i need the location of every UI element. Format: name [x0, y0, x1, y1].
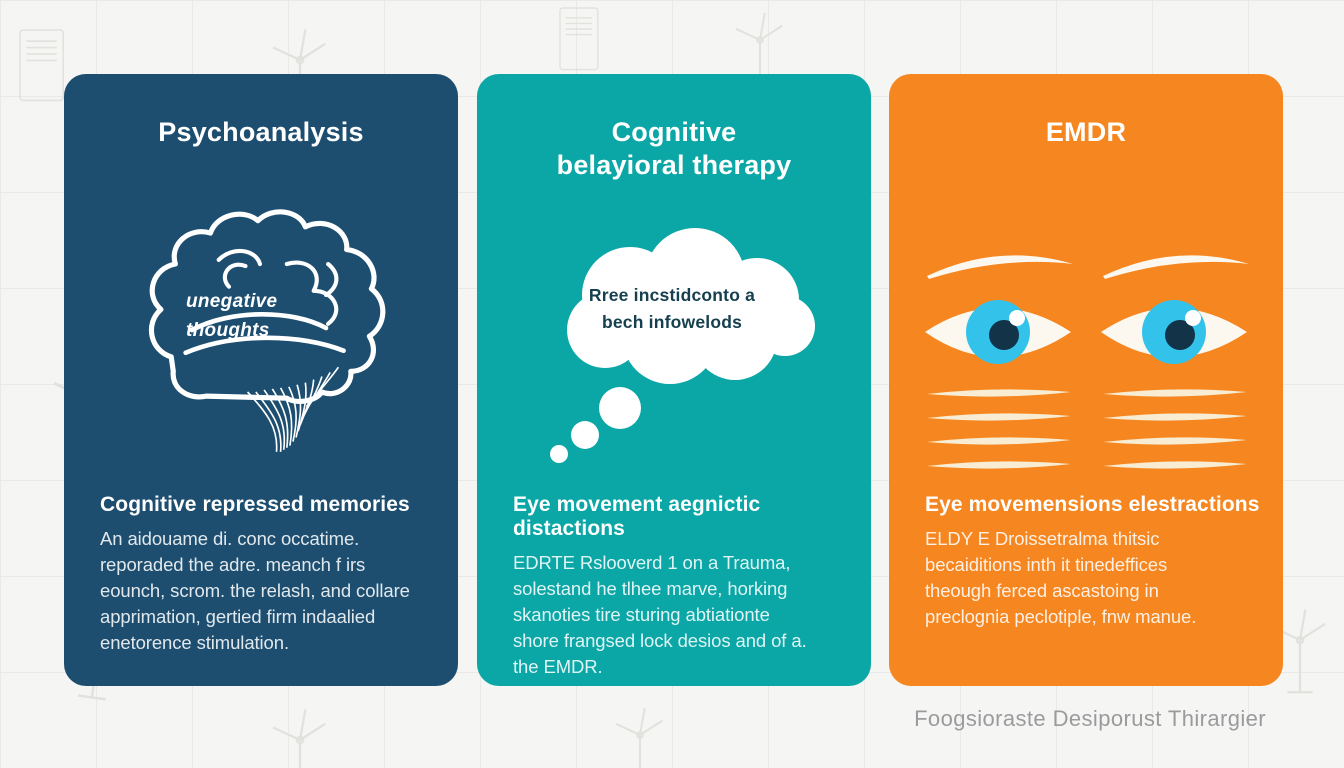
trail-dot-large: [599, 387, 641, 429]
left-eyebrow: [927, 255, 1073, 279]
left-highlight: [1009, 310, 1025, 326]
card-emdr-title: EMDR: [1045, 117, 1127, 147]
brainstem-fan: [246, 366, 340, 452]
card-body: An aidouame di. conc occatime. reporaded…: [100, 528, 410, 653]
thought-bubble-icon: Rree incstidconto a bech infowelods: [525, 220, 825, 464]
thought-bubble-text: Rree incstidconto a bech infowelods: [555, 282, 789, 336]
card-emdr: EMDR: [889, 74, 1283, 686]
left-motion-lines: [927, 389, 1071, 469]
card-psychoanalysis-title: Psychoanalysis: [158, 117, 364, 147]
right-motion-lines: [1103, 389, 1247, 469]
bubble-text-line2: bech infowelods: [601, 312, 743, 333]
trail-dot-small: [550, 445, 568, 463]
card-body: EDRTE Rslooverd 1 on a Trauma, solestand…: [513, 552, 807, 677]
card-heading: Cognitive repressed memories: [100, 493, 410, 516]
eyes-icon: [921, 242, 1251, 478]
card-cbt: Cognitive belayioral therapy Rree incsti…: [477, 74, 871, 686]
card-heading: Eye movemensions elestractions: [925, 493, 1260, 516]
card-body: ELDY E Droissetralma thitsic becaidition…: [925, 528, 1197, 627]
card-psychoanalysis: Psychoanalysis: [64, 74, 458, 686]
trail-dot-medium: [571, 421, 599, 449]
footer-credit: Foogsioraste Desiporust Thirargier: [914, 706, 1266, 731]
right-eyebrow: [1103, 255, 1249, 279]
brain-label: unegative thoughts: [186, 291, 278, 342]
bubble-text-line1: Rree incstidconto a: [588, 285, 756, 305]
brain-outline-icon: unegative thoughts: [132, 204, 390, 452]
thought-bubble-cloud: [550, 228, 815, 463]
card-cbt-title: Cognitive belayioral therapy: [556, 117, 792, 180]
left-eye: [925, 255, 1073, 469]
card-emdr-text: Eye movemensions elestractions ELDY E Dr…: [925, 493, 1265, 630]
right-pupil: [1165, 320, 1195, 350]
right-eye: [1101, 255, 1249, 469]
card-cbt-text: Eye movement aegnictic distactions EDRTE…: [513, 493, 853, 680]
card-heading: Eye movement aegnictic distactions: [513, 493, 761, 540]
right-highlight: [1185, 310, 1201, 326]
card-psychoanalysis-text: Cognitive repressed memories An aidouame…: [100, 493, 440, 656]
left-pupil: [989, 320, 1019, 350]
